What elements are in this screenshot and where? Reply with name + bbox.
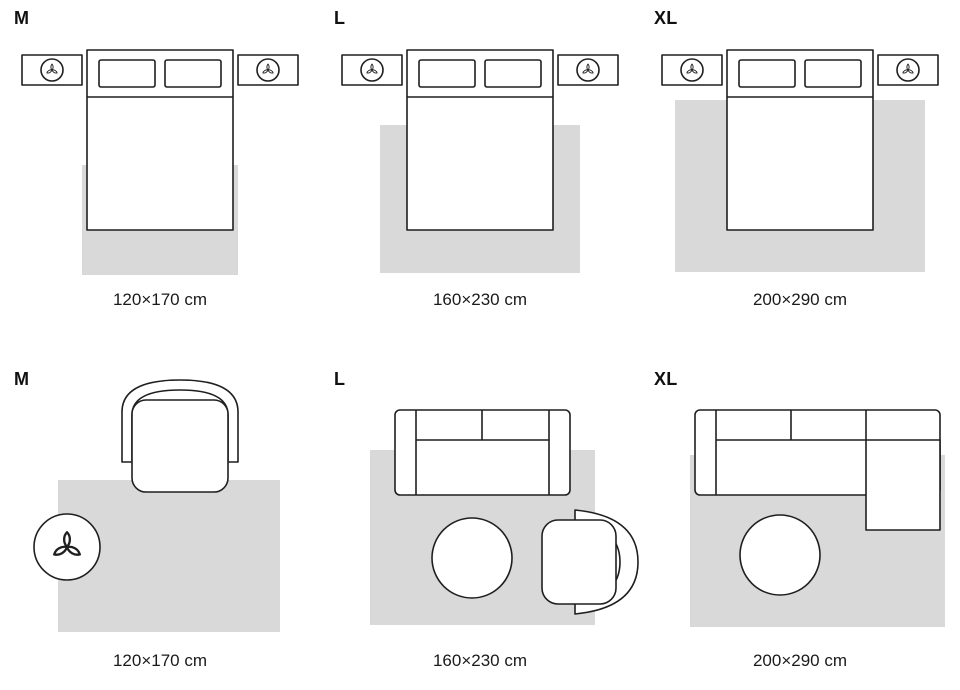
pillow xyxy=(98,59,156,88)
pillow xyxy=(484,59,542,88)
pillow xyxy=(738,59,796,88)
armchair-seat xyxy=(541,519,617,605)
rug-size-caption: 160×230 cm xyxy=(432,651,528,670)
pillow xyxy=(164,59,222,88)
rug-size-caption: 160×230 cm xyxy=(432,290,528,309)
size-label: XL xyxy=(654,369,678,389)
bedroom-l-scene xyxy=(341,49,619,273)
rug-size-caption: 120×170 cm xyxy=(112,651,208,670)
panel-bedroom-m: M 120×170 cm xyxy=(0,0,320,345)
armchair-back xyxy=(121,379,239,463)
livingroom-l-scene xyxy=(370,409,639,625)
nightstand xyxy=(341,54,403,86)
nightstand xyxy=(21,54,83,86)
armchair-seat xyxy=(131,399,229,493)
size-label: M xyxy=(14,8,30,28)
rug-size-caption: 200×290 cm xyxy=(752,651,848,670)
panel-bedroom-l: L 160×230 cm xyxy=(320,0,640,345)
nightstand xyxy=(877,54,939,86)
round-table xyxy=(739,514,821,596)
armchair xyxy=(541,509,639,615)
rug-size-caption: 120×170 cm xyxy=(112,290,208,309)
livingroom-m-scene xyxy=(33,379,280,632)
bedroom-xl-scene xyxy=(661,49,939,272)
livingroom-xl-scene xyxy=(690,409,945,627)
bedroom-m-scene xyxy=(21,49,299,275)
size-label: M xyxy=(14,369,30,389)
rug-size-caption: 200×290 cm xyxy=(752,290,848,309)
panel-bedroom-xl: XL 200×290 cm xyxy=(640,0,960,345)
nightstand xyxy=(557,54,619,86)
nightstand xyxy=(661,54,723,86)
nightstand xyxy=(237,54,299,86)
size-label: L xyxy=(334,369,346,389)
panel-livingroom-xl: XL 200×290 cm xyxy=(640,345,960,690)
pillow xyxy=(804,59,862,88)
round-table xyxy=(431,517,513,599)
sectional-sofa xyxy=(694,409,941,531)
size-label: XL xyxy=(654,8,678,28)
size-label: L xyxy=(334,8,346,28)
panel-livingroom-m: M 120×170 cm xyxy=(0,345,320,690)
panel-livingroom-l: L 160×230 cm xyxy=(320,345,640,690)
chaise xyxy=(865,439,941,531)
pillow xyxy=(418,59,476,88)
sofa xyxy=(394,409,571,496)
